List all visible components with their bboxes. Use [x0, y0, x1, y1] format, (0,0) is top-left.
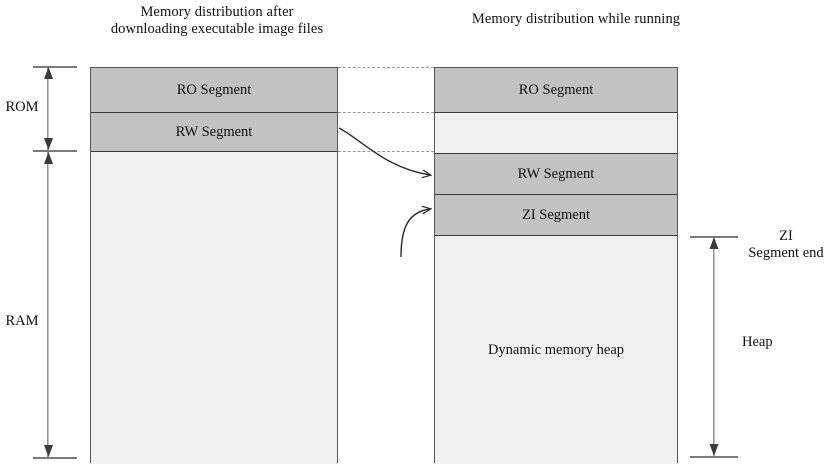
guide-line-ro-bottom — [338, 112, 434, 113]
left-panel-title: Memory distribution after downloading ex… — [110, 4, 324, 37]
measure-heap-line — [713, 237, 715, 457]
left-segment-free-ram — [91, 152, 337, 464]
right-segment-gap — [435, 113, 677, 153]
measure-rom-cap-top — [33, 66, 77, 68]
measure-ram-label: RAM — [5, 313, 39, 329]
measure-rom-label: ROM — [5, 99, 39, 115]
left-segment-rw: RW Segment — [91, 113, 337, 152]
right-segment-zi: ZI Segment — [435, 195, 677, 236]
left-segment-ro-label: RO Segment — [176, 81, 252, 98]
measure-ram-line — [47, 152, 49, 458]
measure-rom-cap-bottom — [33, 150, 77, 152]
measure-heap-label: Heap — [742, 334, 773, 350]
measure-rom-line — [47, 67, 49, 151]
guide-line-ro-top — [338, 67, 434, 68]
left-memory-column: RO Segment RW Segment — [90, 67, 338, 464]
right-segment-heap: Dynamic memory heap — [435, 236, 677, 464]
right-segment-ro: RO Segment — [435, 68, 677, 113]
right-segment-ro-label: RO Segment — [518, 81, 594, 98]
right-segment-rw: RW Segment — [435, 153, 677, 195]
connector-arrow-zi — [400, 209, 430, 258]
guide-line-rw-bottom — [338, 151, 434, 152]
measure-ram — [32, 152, 64, 458]
measure-ram-cap-bottom — [33, 457, 77, 459]
measure-heap-cap-top — [690, 236, 738, 238]
right-segment-zi-label: ZI Segment — [521, 206, 591, 223]
measure-zi-segment-end-label: ZI Segment end — [748, 228, 824, 261]
right-panel-title: Memory distribution while running — [471, 11, 681, 27]
left-segment-rw-label: RW Segment — [175, 123, 253, 140]
left-segment-ro: RO Segment — [91, 68, 337, 113]
measure-rom — [32, 67, 64, 151]
measure-heap-cap-bottom — [690, 456, 738, 458]
right-segment-rw-label: RW Segment — [517, 165, 595, 182]
right-segment-heap-label: Dynamic memory heap — [487, 341, 625, 358]
measure-heap — [698, 237, 730, 457]
right-memory-column: RO Segment RW Segment ZI Segment Dynamic… — [434, 67, 678, 464]
